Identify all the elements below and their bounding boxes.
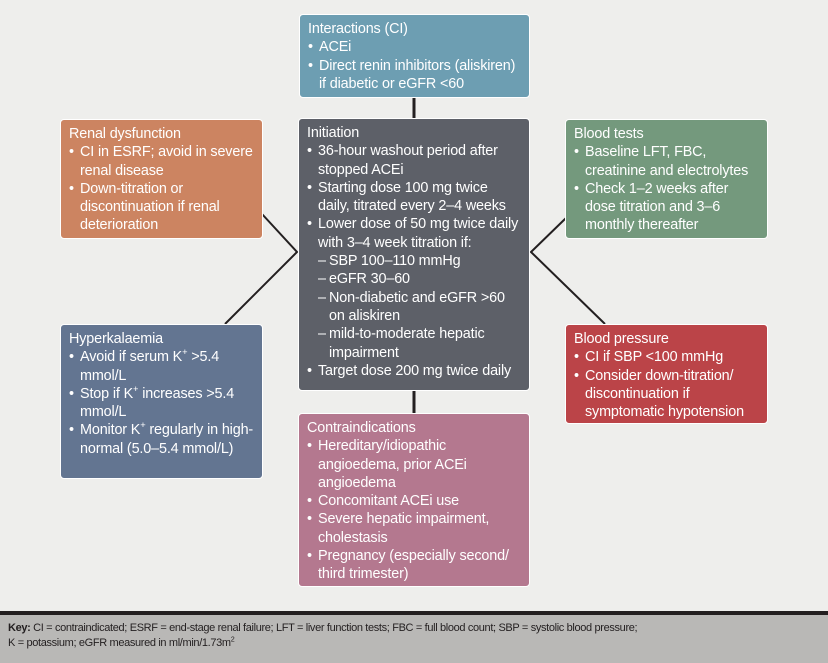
- initiation-box: Initiation 36-hour washout period after …: [298, 118, 530, 391]
- list-item: Direct renin inhibitors (aliskiren) if d…: [308, 57, 521, 94]
- list-item: Severe hepatic impairment, cholestasis: [307, 510, 521, 547]
- connector-left: [224, 213, 299, 325]
- list-item: Avoid if serum K+ >5.4 mmol/L: [69, 348, 254, 385]
- list-item: Baseline LFT, FBC, creatinine and electr…: [574, 143, 759, 180]
- blood-tests-list: Baseline LFT, FBC, creatinine and electr…: [574, 143, 759, 234]
- list-item: Stop if K+ increases >5.4 mmol/L: [69, 384, 254, 422]
- blood-tests-title: Blood tests: [574, 126, 644, 142]
- sub-list-item: Non-diabetic and eGFR >60 on aliskiren: [307, 289, 521, 326]
- hyperkalaemia-title: Hyperkalaemia: [69, 331, 164, 347]
- list-item: ACEi: [308, 38, 521, 57]
- list-item: Monitor K+ regularly in high-normal (5.0…: [69, 421, 254, 458]
- contraindications-list: Hereditary/idiopathic angioedema, prior …: [307, 437, 521, 583]
- key-line-2: K = potassium; eGFR measured in ml/min/1…: [8, 635, 235, 649]
- initiation-list: 36-hour washout period after stopped ACE…: [307, 142, 521, 380]
- list-item: Hereditary/idiopathic angioedema, prior …: [307, 437, 521, 492]
- interactions-title: Interactions (CI): [308, 21, 408, 37]
- renal-title: Renal dysfunction: [69, 126, 181, 142]
- list-item: Concomitant ACEi use: [307, 492, 521, 511]
- hyperkalaemia-list: Avoid if serum K+ >5.4 mmol/L Stop if K+…: [69, 348, 254, 458]
- footer-divider: [0, 611, 828, 615]
- hyperkalaemia-box: Hyperkalaemia Avoid if serum K+ >5.4 mmo…: [60, 324, 263, 479]
- sub-list-item: mild-to-moderate hepatic impairment: [307, 325, 521, 362]
- contraindications-box: Contraindications Hereditary/idiopathic …: [298, 413, 530, 587]
- list-item: CI if SBP <100 mmHg: [574, 348, 759, 367]
- list-item: Starting dose 100 mg twice daily, titrat…: [307, 179, 521, 216]
- interactions-list: ACEi Direct renin inhibitors (aliskiren)…: [308, 38, 521, 93]
- list-item: Down-titration or discontinuation if ren…: [69, 180, 254, 235]
- connector-right: [529, 217, 606, 325]
- blood-pressure-list: CI if SBP <100 mmHg Consider down-titrat…: [574, 348, 759, 421]
- list-item: 36-hour washout period after stopped ACE…: [307, 142, 521, 179]
- list-item: Pregnancy (especially second/ third trim…: [307, 547, 521, 584]
- blood-tests-box: Blood tests Baseline LFT, FBC, creatinin…: [565, 119, 768, 239]
- key-label: Key:: [8, 622, 31, 634]
- list-item: Target dose 200 mg twice daily: [307, 362, 521, 381]
- initiation-title: Initiation: [307, 125, 360, 141]
- list-item: CI in ESRF; avoid in severe renal diseas…: [69, 143, 254, 180]
- blood-pressure-box: Blood pressure CI if SBP <100 mmHg Consi…: [565, 324, 768, 424]
- key-footer: Key: CI = contraindicated; ESRF = end-st…: [0, 615, 828, 663]
- interactions-box: Interactions (CI) ACEi Direct renin inhi…: [299, 14, 530, 98]
- key-line-1: Key: CI = contraindicated; ESRF = end-st…: [8, 622, 638, 634]
- renal-dysfunction-box: Renal dysfunction CI in ESRF; avoid in s…: [60, 119, 263, 239]
- list-item: Consider down-titration/ discontinuation…: [574, 367, 759, 422]
- list-item: Lower dose of 50 mg twice daily with 3–4…: [307, 215, 521, 252]
- sub-list-item: SBP 100–110 mmHg: [307, 252, 521, 271]
- renal-list: CI in ESRF; avoid in severe renal diseas…: [69, 143, 254, 234]
- list-item: Check 1–2 weeks after dose titration and…: [574, 180, 759, 235]
- blood-pressure-title: Blood pressure: [574, 331, 669, 347]
- contraindications-title: Contraindications: [307, 420, 416, 436]
- sub-list-item: eGFR 30–60: [307, 270, 521, 289]
